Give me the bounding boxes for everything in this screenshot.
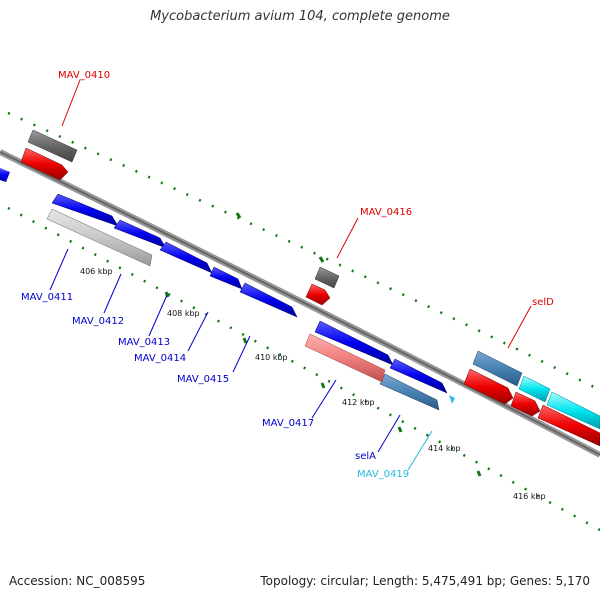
gene-cyan-2[interactable] (546, 391, 600, 430)
genome-summary: Topology: circular; Length: 5,475,491 bp… (260, 574, 590, 588)
genome-backbone (0, 149, 600, 458)
label-mav0413[interactable]: MAV_0413 (118, 337, 170, 348)
gene-selD-steel[interactable] (472, 350, 523, 387)
label-selA[interactable]: selA (355, 451, 376, 462)
forward-genes[interactable] (0, 168, 455, 411)
label-mav0410[interactable]: MAV_0410 (58, 70, 110, 81)
label-mav0411[interactable]: MAV_0411 (21, 292, 73, 303)
gene-mav0416[interactable] (305, 283, 331, 306)
gene-mav0416-gray[interactable] (314, 266, 340, 289)
gene-mav0410[interactable] (20, 147, 69, 181)
tick-label-410: 410 kbp (255, 353, 288, 362)
outer-tick-track (7, 111, 600, 392)
gene-edge-left[interactable] (0, 168, 10, 182)
gene-red-c[interactable] (537, 404, 600, 447)
label-mav0419[interactable]: MAV_0419 (357, 469, 409, 480)
label-mav0417[interactable]: MAV_0417 (262, 418, 314, 429)
genome-backbone-core (0, 151, 600, 456)
accession: Accession: NC_008595 (9, 574, 146, 588)
gene-red-b[interactable] (510, 391, 541, 417)
gene-red-a[interactable] (463, 368, 514, 405)
gene-mav0419[interactable] (449, 395, 455, 404)
gene-selA-a[interactable] (389, 358, 448, 394)
gene-selD-cyan[interactable] (518, 375, 551, 403)
tick-label-408: 408 kbp (167, 309, 200, 318)
tick-label-406: 406 kbp (80, 267, 113, 276)
label-mav0416[interactable]: MAV_0416 (360, 207, 412, 218)
gene-pseudo-light[interactable] (46, 208, 153, 267)
tick-label-412: 412 kbp (342, 398, 375, 407)
page-title: Mycobacterium avium 104, complete genome (150, 9, 450, 24)
reverse-genes[interactable] (20, 129, 600, 447)
tick-label-416: 416 kbp (513, 492, 546, 501)
tick-label-414: 414 kbp (428, 444, 461, 453)
label-mav0415[interactable]: MAV_0415 (177, 374, 229, 385)
label-mav0414[interactable]: MAV_0414 (134, 353, 186, 364)
gene-mav0410-gray[interactable] (27, 129, 78, 163)
label-mav0412[interactable]: MAV_0412 (72, 316, 124, 327)
gene-mav0415[interactable] (239, 282, 298, 318)
gene-mav0417-pink[interactable] (304, 333, 386, 383)
leader-lines (49, 79, 532, 471)
label-selD[interactable]: selD (532, 297, 554, 308)
